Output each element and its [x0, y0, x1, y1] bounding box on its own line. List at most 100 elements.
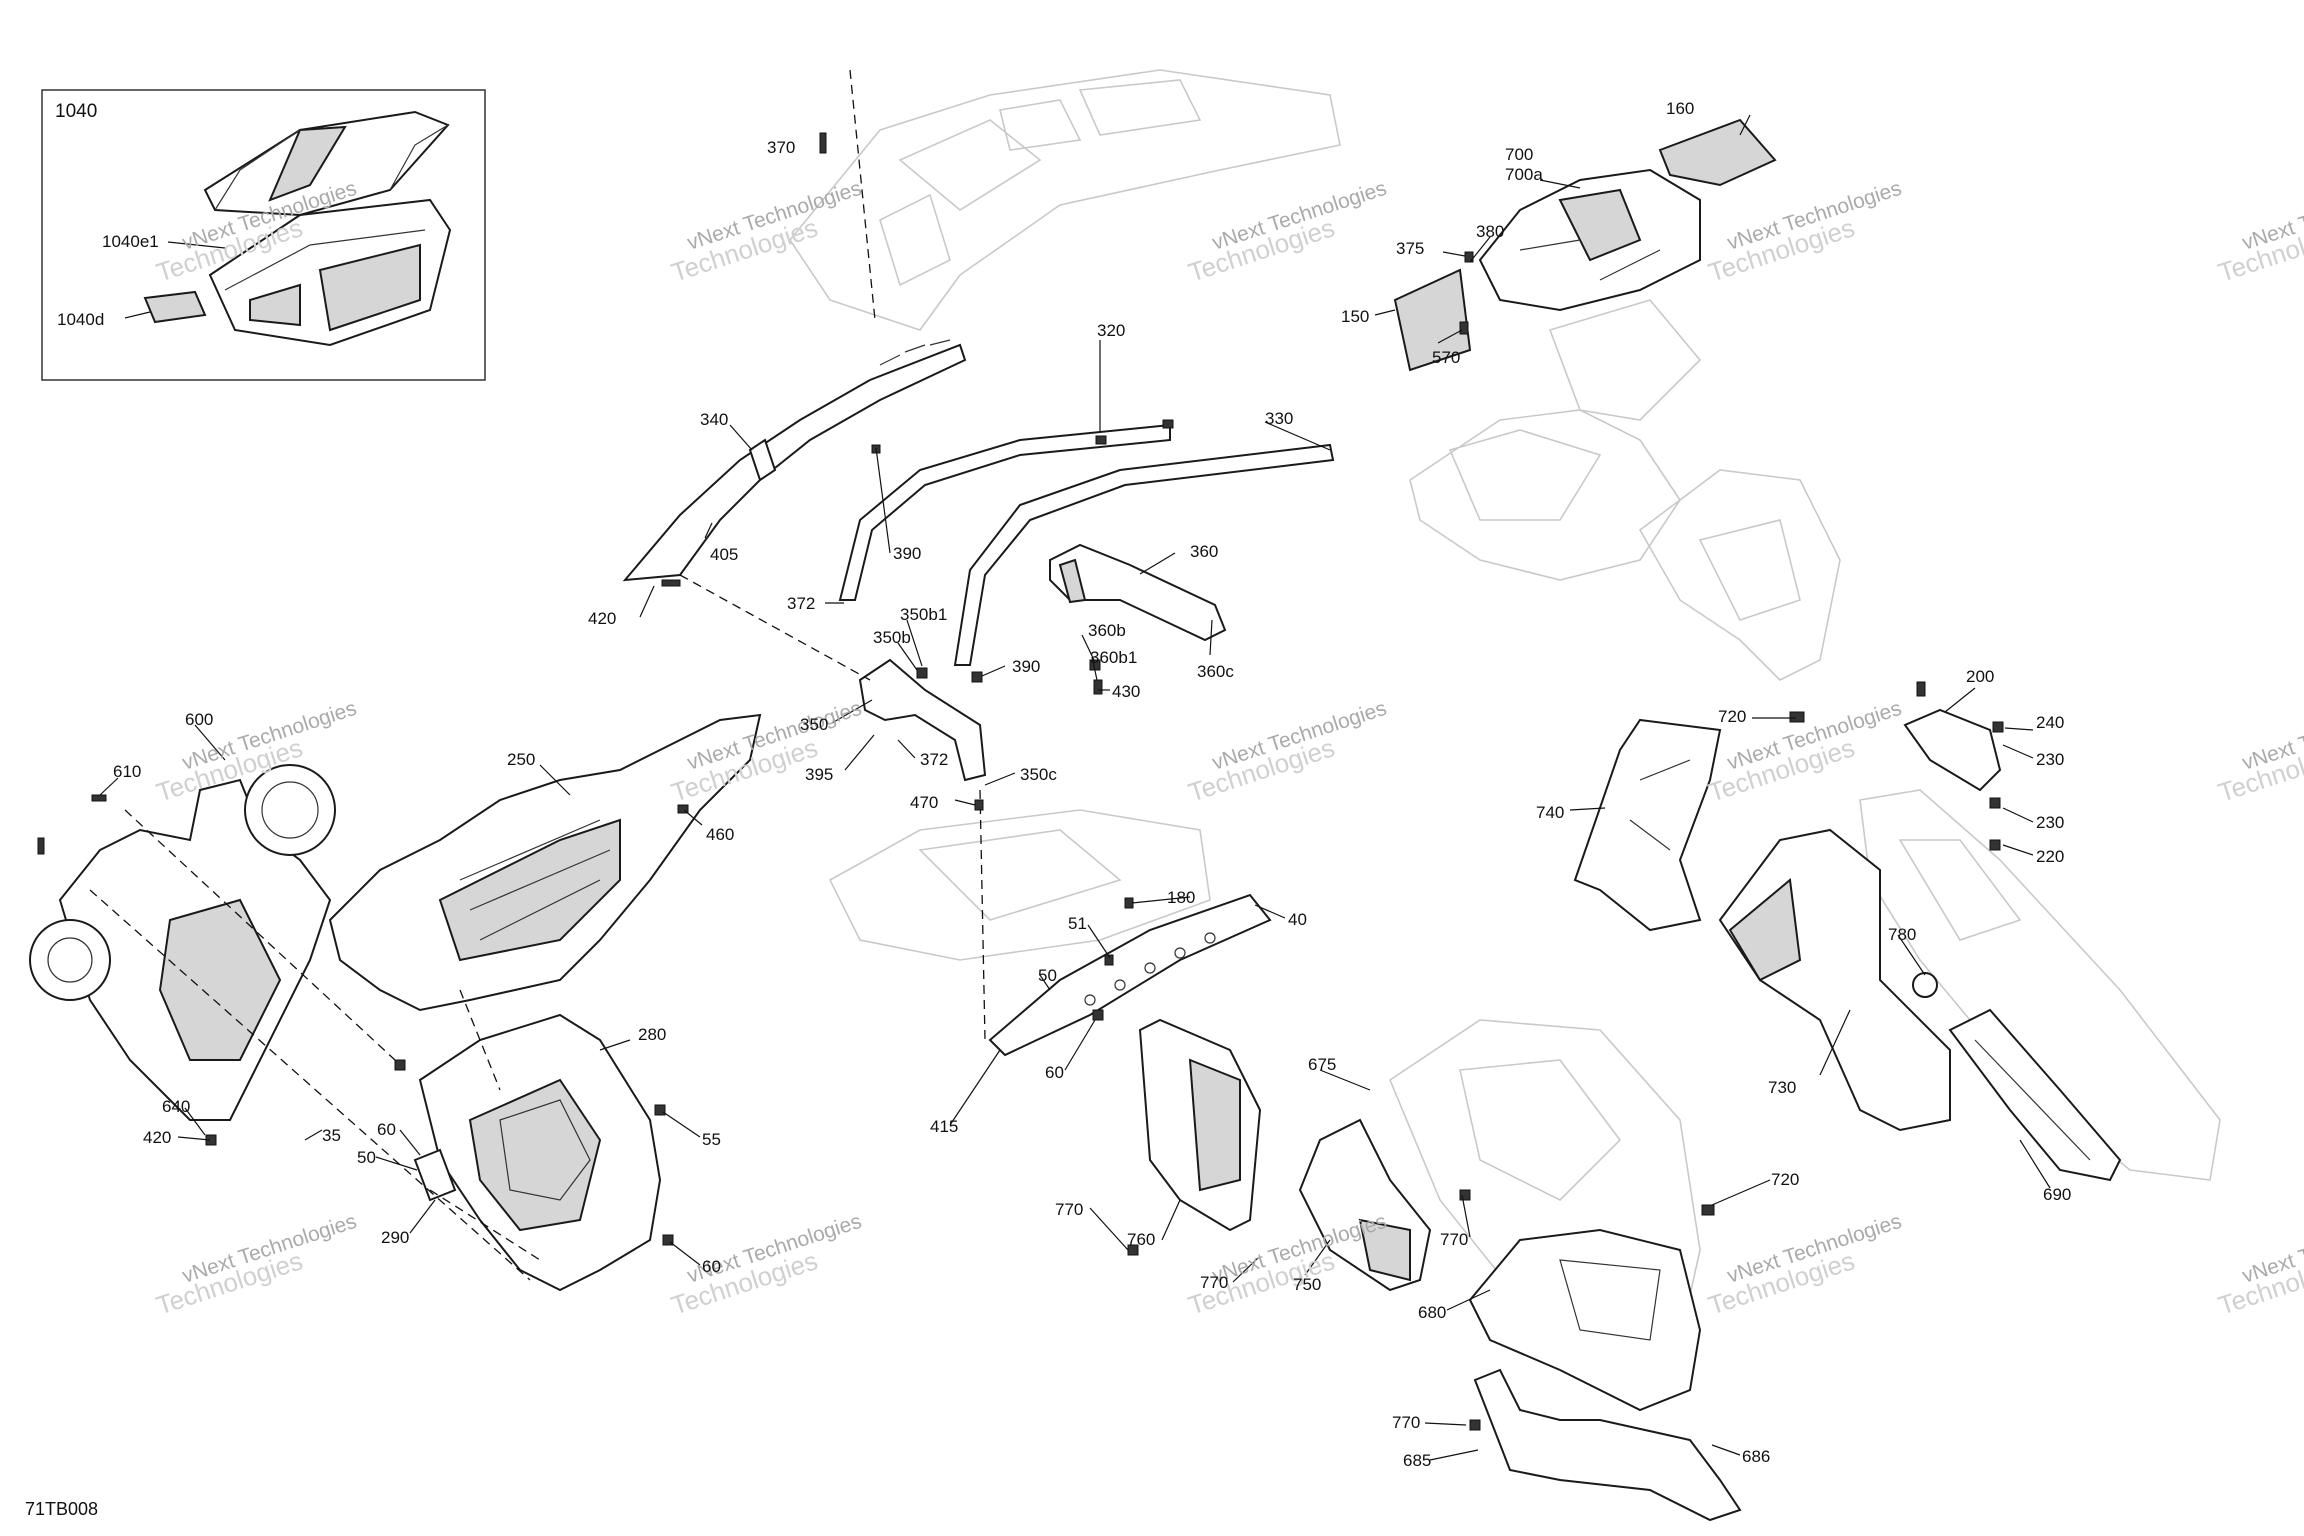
callout: 35	[322, 1126, 341, 1145]
callout: 40	[1288, 910, 1307, 929]
splash-guard-690	[1948, 1008, 2122, 1182]
callout: 390	[1012, 657, 1040, 676]
callout: 760	[1127, 1230, 1155, 1249]
callout: 1040d	[57, 310, 104, 329]
air-box-filter-1040d	[143, 290, 207, 324]
bracket-350	[858, 658, 987, 782]
callout: 220	[2036, 847, 2064, 866]
callout: 730	[1768, 1078, 1796, 1097]
callout: 780	[1888, 925, 1916, 944]
panel-685	[1473, 1368, 1742, 1522]
bracket-200	[1903, 708, 2002, 792]
callout: 610	[113, 762, 141, 781]
callout: 330	[1265, 409, 1293, 428]
callout: 390	[893, 544, 921, 563]
callout: 470	[910, 793, 938, 812]
callout: 700a	[1505, 165, 1543, 184]
callout: 60	[377, 1120, 396, 1139]
callout: 420	[588, 609, 616, 628]
side-panel-730	[1718, 828, 1951, 1132]
callout: 340	[700, 410, 728, 429]
assembly-lines	[89, 69, 986, 1281]
callout: 51	[1068, 914, 1087, 933]
callout: 380	[1476, 222, 1504, 241]
nose-frame-250	[328, 713, 762, 1012]
roll-bar-330	[953, 443, 1335, 666]
callout: 570	[1432, 348, 1460, 367]
callout: 720	[1771, 1170, 1799, 1189]
callout: 690	[2043, 1185, 2071, 1204]
callout: 350c	[1020, 765, 1057, 784]
callout: 372	[787, 594, 815, 613]
callout: 320	[1097, 321, 1125, 340]
callout: 350b1	[900, 605, 947, 624]
callout: 685	[1403, 1451, 1431, 1470]
callout: 680	[1418, 1303, 1446, 1322]
callout-labels: 1040e1 1040d 370 320 330 340 405 390 372…	[57, 99, 2071, 1470]
callout: 160	[1666, 99, 1694, 118]
plate-290	[413, 1148, 457, 1202]
callout: 280	[638, 1025, 666, 1044]
figure-code: 71TB008	[25, 1499, 98, 1519]
callout: 395	[805, 765, 833, 784]
air-box-base	[208, 198, 452, 347]
callout: 405	[710, 545, 738, 564]
lower-frame-280	[418, 1013, 662, 1292]
lower-panel-750	[1298, 1118, 1432, 1292]
dash-console-700	[1478, 168, 1701, 312]
callout: 430	[1112, 682, 1140, 701]
air-box-cover	[203, 110, 450, 217]
ghost-hood	[828, 809, 1211, 961]
callout: 360b	[1088, 621, 1126, 640]
callout: 150	[1341, 307, 1369, 326]
cover-160	[1658, 118, 1777, 187]
callout: 55	[702, 1130, 721, 1149]
panel-680	[1468, 1228, 1702, 1412]
callout: 415	[930, 1117, 958, 1136]
callout: 370	[767, 138, 795, 157]
callout: 750	[1293, 1275, 1321, 1294]
inset-label: 1040	[55, 101, 97, 122]
callout: 230	[2036, 813, 2064, 832]
callout: 1040e1	[102, 232, 159, 251]
callout: 240	[2036, 713, 2064, 732]
callout: 740	[1536, 803, 1564, 822]
callout: 360c	[1197, 662, 1234, 681]
callout: 350b	[873, 628, 911, 647]
callout: 60	[702, 1257, 721, 1276]
callout: 180	[1167, 888, 1195, 907]
ghost-roof	[789, 69, 1341, 331]
callout: 60	[1045, 1063, 1064, 1082]
callout: 230	[2036, 750, 2064, 769]
ghost-fender	[1638, 469, 1841, 681]
callout: 770	[1200, 1273, 1228, 1292]
grab-bar-340	[622, 339, 967, 582]
front-fascia-600	[29, 764, 336, 1121]
callout: 50	[357, 1148, 376, 1167]
callout: 420	[143, 1128, 171, 1147]
dash-bracket-360	[1049, 543, 1227, 642]
ghost-side-panel-right	[1859, 789, 2221, 1181]
callout: 686	[1742, 1447, 1770, 1466]
callout: 770	[1392, 1413, 1420, 1432]
lower-panel-760	[1138, 1018, 1262, 1232]
callout: 720	[1718, 707, 1746, 726]
side-panel-740	[1573, 718, 1722, 932]
callout: 250	[507, 750, 535, 769]
panel-150	[1393, 268, 1472, 372]
callout: 290	[381, 1228, 409, 1247]
callout: 770	[1055, 1200, 1083, 1219]
callout: 350	[800, 715, 828, 734]
callout: 460	[706, 825, 734, 844]
roll-bar-320	[838, 419, 1174, 601]
callout: 770	[1440, 1230, 1468, 1249]
callout: 372	[920, 750, 948, 769]
callout: 360b1	[1090, 648, 1137, 667]
ghost-dash-frame	[1409, 299, 1702, 581]
leader-lines	[99, 114, 2051, 1461]
callout: 375	[1396, 239, 1424, 258]
callout: 50	[1038, 966, 1057, 985]
crossmember-40	[988, 893, 1272, 1057]
callout: 675	[1308, 1055, 1336, 1074]
